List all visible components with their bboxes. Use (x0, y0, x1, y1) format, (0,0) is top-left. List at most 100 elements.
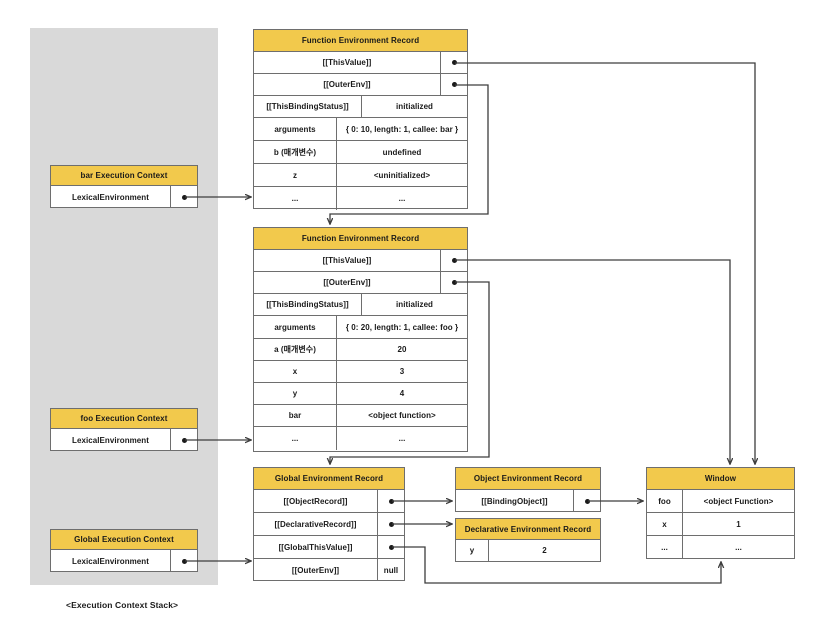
fer-bar-outerenv-label: [[OuterEnv]] (254, 74, 441, 95)
wire-fer-foo-thisvalue-to-window (455, 259, 730, 464)
fer-foo-thisbindingstatus-key: [[ThisBindingStatus]] (254, 294, 362, 315)
bar-lexical-environment-label: LexicalEnvironment (51, 186, 171, 208)
fer-foo-a-key: a (매개변수) (254, 339, 337, 360)
fer-foo-outerenv-pointer[interactable] (441, 272, 467, 293)
fer-foo-y-key: y (254, 383, 337, 404)
fer-foo-x-key: x (254, 361, 337, 382)
fer-bar-b-value: undefined (382, 147, 422, 157)
foo-execution-context-box[interactable]: foo Execution Context LexicalEnvironment (50, 408, 198, 451)
global-lexical-environment-label: LexicalEnvironment (51, 550, 171, 572)
table-row: ... ... (647, 536, 794, 558)
oer-bindingobject-pointer[interactable] (574, 490, 600, 512)
fer-foo-bar-key: bar (254, 405, 337, 426)
fer-bar-thisvalue-label: [[ThisValue]] (254, 52, 441, 73)
bar-execution-context-box[interactable]: bar Execution Context LexicalEnvironment (50, 165, 198, 208)
fer-foo-ellipsis-value: ... (398, 434, 406, 443)
fer-foo-thisvalue-pointer[interactable] (441, 250, 467, 271)
table-row: [[ThisValue]] (254, 250, 467, 272)
table-row: ... ... (254, 187, 467, 210)
table-row: arguments { 0: 10, length: 1, callee: ba… (254, 118, 467, 141)
fer-foo-ellipsis-key: ... (254, 427, 337, 450)
fer-bar-b-key: b (매개변수) (254, 141, 337, 163)
table-row: z <uninitialized> (254, 164, 467, 187)
fer-foo-a-value: 20 (397, 345, 407, 354)
ger-outerenv-label: [[OuterEnv]] (254, 559, 378, 581)
global-execution-context-box[interactable]: Global Execution Context LexicalEnvironm… (50, 529, 198, 572)
oer-bindingobject-label: [[BindingObject]] (456, 490, 574, 512)
window-foo-key: foo (647, 490, 683, 512)
table-row: arguments { 0: 20, length: 1, callee: fo… (254, 316, 467, 339)
fer-bar-z-value: <uninitialized> (373, 170, 431, 180)
fer-foo-thisbindingstatus-value: initialized (396, 300, 433, 309)
global-lexical-environment-pointer[interactable] (171, 550, 197, 572)
table-row: y 4 (254, 383, 467, 405)
global-execution-context-title: Global Execution Context (51, 530, 197, 550)
table-row: bar <object function> (254, 405, 467, 427)
fer-bar-arguments-value: { 0: 10, length: 1, callee: bar } (345, 124, 459, 134)
ger-globalthisvalue-label: [[GlobalThisValue]] (254, 536, 378, 558)
ger-declarativerecord-label: [[DeclarativeRecord]] (254, 513, 378, 535)
window-ellipsis-key: ... (647, 536, 683, 558)
table-row: [[OuterEnv]] null (254, 559, 404, 581)
window-object-box: Window foo <object Function> x 1 ... ... (646, 467, 795, 559)
fer-bar-outerenv-pointer[interactable] (441, 74, 467, 95)
window-x-value: 1 (736, 519, 741, 529)
ger-globalthisvalue-pointer[interactable] (378, 536, 404, 558)
table-row: LexicalEnvironment (51, 550, 197, 572)
fer-foo-arguments-key: arguments (254, 316, 337, 338)
fer-bar-thisvalue-pointer[interactable] (441, 52, 467, 73)
foo-lexical-environment-pointer[interactable] (171, 429, 197, 451)
object-environment-record-box: Object Environment Record [[BindingObjec… (455, 467, 601, 512)
fer-bar-z-key: z (254, 164, 337, 186)
function-environment-record-bar-title: Function Environment Record (254, 30, 467, 52)
table-row: [[DeclarativeRecord]] (254, 513, 404, 536)
global-environment-record-box: Global Environment Record [[ObjectRecord… (253, 467, 405, 581)
fer-bar-thisbindingstatus-value: initialized (396, 102, 433, 111)
fer-foo-x-value: 3 (399, 367, 405, 376)
ger-objectrecord-pointer[interactable] (378, 490, 404, 512)
execution-context-stack-caption: <Execution Context Stack> (66, 600, 179, 610)
table-row: LexicalEnvironment (51, 186, 197, 208)
table-row: [[OuterEnv]] (254, 74, 467, 96)
foo-execution-context-title: foo Execution Context (51, 409, 197, 429)
declarative-environment-record-title: Declarative Environment Record (456, 519, 600, 540)
table-row: x 3 (254, 361, 467, 383)
object-environment-record-title: Object Environment Record (456, 468, 600, 490)
fer-foo-outerenv-label: [[OuterEnv]] (254, 272, 441, 293)
wire-fer-bar-thisvalue-to-window (455, 62, 755, 464)
window-ellipsis-value: ... (735, 542, 742, 552)
fer-bar-ellipsis-key: ... (254, 187, 337, 210)
table-row: LexicalEnvironment (51, 429, 197, 451)
table-row: y 2 (456, 540, 600, 561)
ger-declarativerecord-pointer[interactable] (378, 513, 404, 535)
table-row: [[GlobalThisValue]] (254, 536, 404, 559)
global-environment-record-title: Global Environment Record (254, 468, 404, 490)
ger-outerenv-value: null (383, 565, 399, 575)
table-row: foo <object Function> (647, 490, 794, 513)
ger-objectrecord-label: [[ObjectRecord]] (254, 490, 378, 512)
fer-foo-y-value: 4 (399, 389, 405, 398)
fer-foo-arguments-value: { 0: 20, length: 1, callee: foo } (345, 322, 459, 332)
window-title: Window (647, 468, 794, 490)
fer-bar-thisbindingstatus-key: [[ThisBindingStatus]] (254, 96, 362, 117)
der-y-key: y (456, 540, 489, 561)
window-foo-value: <object Function> (703, 496, 774, 506)
foo-lexical-environment-label: LexicalEnvironment (51, 429, 171, 451)
fer-foo-bar-value: <object function> (368, 411, 436, 420)
fer-bar-ellipsis-value: ... (398, 194, 406, 203)
function-environment-record-foo-title: Function Environment Record (254, 228, 467, 250)
table-row: [[OuterEnv]] (254, 272, 467, 294)
table-row: ... ... (254, 427, 467, 450)
table-row: [[BindingObject]] (456, 490, 600, 512)
table-row: [[ThisValue]] (254, 52, 467, 74)
window-x-key: x (647, 513, 683, 535)
fer-foo-thisvalue-label: [[ThisValue]] (254, 250, 441, 271)
bar-lexical-environment-pointer[interactable] (171, 186, 197, 208)
table-row: b (매개변수) undefined (254, 141, 467, 164)
bar-execution-context-title: bar Execution Context (51, 166, 197, 186)
function-environment-record-bar-box: Function Environment Record [[ThisValue]… (253, 29, 468, 210)
table-row: [[ThisBindingStatus]] initialized (254, 294, 467, 316)
table-row: [[ObjectRecord]] (254, 490, 404, 513)
table-row: x 1 (647, 513, 794, 536)
